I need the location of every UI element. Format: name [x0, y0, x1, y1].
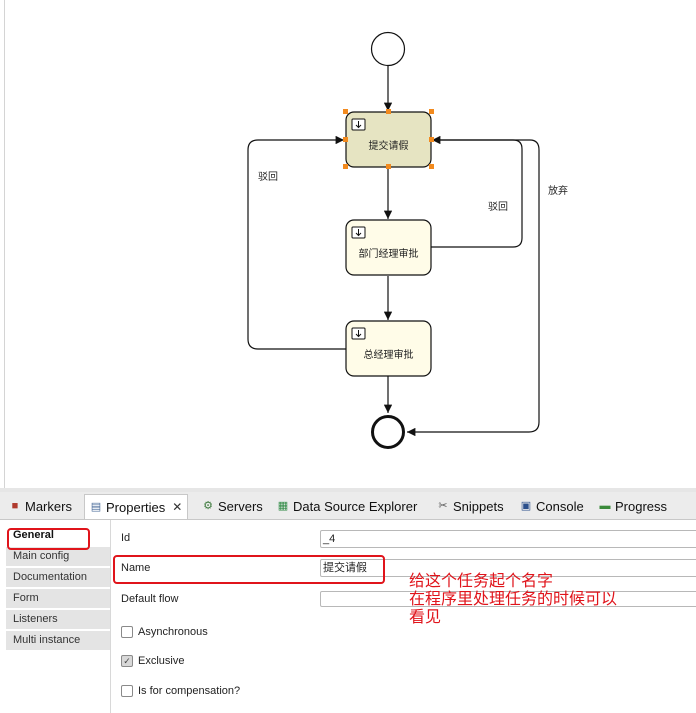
- process-diagram-canvas[interactable]: 提交请假 部门经理审批 总经理审批: [4, 0, 696, 488]
- annotation-line-3: 看见: [409, 607, 442, 626]
- tab-properties[interactable]: ▤ Properties ✕: [84, 494, 189, 519]
- task-label: 总经理审批: [364, 348, 414, 361]
- tab-label: Markers: [25, 498, 72, 514]
- task-submit-leave[interactable]: 提交请假: [343, 109, 434, 169]
- task-label: 提交请假: [369, 139, 409, 152]
- properties-panel: General Main config Documentation Form L…: [0, 520, 696, 713]
- checkmark-icon[interactable]: ✓: [121, 655, 133, 667]
- start-event[interactable]: [370, 31, 406, 67]
- view-tab-bar: ■ Markers ▤ Properties ✕ ⚙ Servers ▦ Dat…: [0, 492, 696, 520]
- asynchronous-label: Asynchronous: [138, 626, 208, 638]
- edge-label-reject-left: 驳回: [258, 171, 278, 183]
- properties-sidebar: General Main config Documentation Form L…: [6, 526, 110, 652]
- compensation-label: Is for compensation?: [138, 685, 241, 697]
- sidebar-item-documentation[interactable]: Documentation: [6, 568, 110, 588]
- tab-label: Console: [536, 498, 584, 514]
- id-field[interactable]: _4: [320, 530, 696, 548]
- end-event[interactable]: [371, 415, 405, 449]
- exclusive-label: Exclusive: [138, 655, 185, 667]
- annotation-line-2: 在程序里处理任务的时候可以: [409, 589, 618, 608]
- annotation-line-1: 给这个任务起个名字: [409, 571, 554, 590]
- tab-data-source-explorer[interactable]: ▦ Data Source Explorer: [277, 495, 417, 517]
- tab-servers[interactable]: ⚙ Servers: [202, 495, 263, 517]
- selection-handles[interactable]: [343, 109, 434, 169]
- flow-gm-reject[interactable]: [247, 135, 346, 350]
- view-separator[interactable]: [0, 488, 696, 492]
- properties-icon: ▤: [90, 501, 102, 513]
- task-dept-approval[interactable]: 部门经理审批: [345, 219, 432, 276]
- tab-label: Snippets: [453, 498, 504, 514]
- tab-label: Servers: [218, 498, 263, 514]
- console-icon: ▣: [520, 500, 532, 512]
- name-label: Name: [121, 562, 151, 574]
- close-icon[interactable]: ✕: [172, 500, 183, 514]
- edge-label-reject-right: 驳回: [488, 201, 508, 213]
- sidebar-item-main-config[interactable]: Main config: [6, 547, 110, 567]
- task-label: 部门经理审批: [359, 247, 419, 260]
- highlight-general: [7, 528, 90, 550]
- default-flow-select[interactable]: [320, 591, 696, 607]
- sidebar-item-listeners[interactable]: Listeners: [6, 610, 110, 630]
- bpmn-diagram: 提交请假 部门经理审批 总经理审批: [247, 31, 568, 449]
- task-gm-approval[interactable]: 总经理审批: [345, 320, 432, 377]
- sidebar-item-multi-instance[interactable]: Multi instance: [6, 631, 110, 651]
- snippets-icon: ✂: [438, 500, 448, 512]
- tab-progress[interactable]: ▬ Progress: [599, 495, 668, 517]
- progress-icon: ▬: [599, 500, 611, 512]
- servers-icon: ⚙: [203, 500, 213, 512]
- id-label: Id: [121, 532, 131, 544]
- markers-icon: ■: [11, 500, 19, 512]
- sidebar-item-form[interactable]: Form: [6, 589, 110, 609]
- compensation-checkbox[interactable]: Is for compensation?: [121, 685, 240, 697]
- tab-label: Data Source Explorer: [293, 498, 418, 514]
- tab-label: Progress: [615, 498, 668, 514]
- edge-label-abandon: 放弃: [548, 184, 568, 197]
- highlight-name-row: [113, 555, 385, 584]
- sidebar-item-general[interactable]: General: [6, 526, 110, 546]
- exclusive-checkbox[interactable]: ✓ Exclusive: [121, 655, 184, 667]
- tab-snippets[interactable]: ✂ Snippets: [437, 495, 504, 517]
- asynchronous-checkbox[interactable]: Asynchronous: [121, 626, 208, 638]
- tab-markers[interactable]: ■ Markers: [9, 495, 72, 517]
- name-field[interactable]: 提交请假: [320, 559, 696, 577]
- data-source-icon: ▦: [277, 500, 289, 512]
- sidebar-divider: [110, 520, 111, 713]
- tab-label: Properties: [106, 499, 166, 515]
- flow-dept-reject[interactable]: [430, 135, 523, 248]
- flow-abandon[interactable]: [407, 139, 540, 437]
- checkbox-box[interactable]: [121, 685, 133, 697]
- default-flow-label: Default flow: [121, 593, 179, 605]
- checkbox-box[interactable]: [121, 626, 133, 638]
- annotation-note: 给这个任务起个名字 在程序里处理任务的时候可以 看见: [409, 572, 617, 626]
- tab-console[interactable]: ▣ Console: [520, 495, 584, 517]
